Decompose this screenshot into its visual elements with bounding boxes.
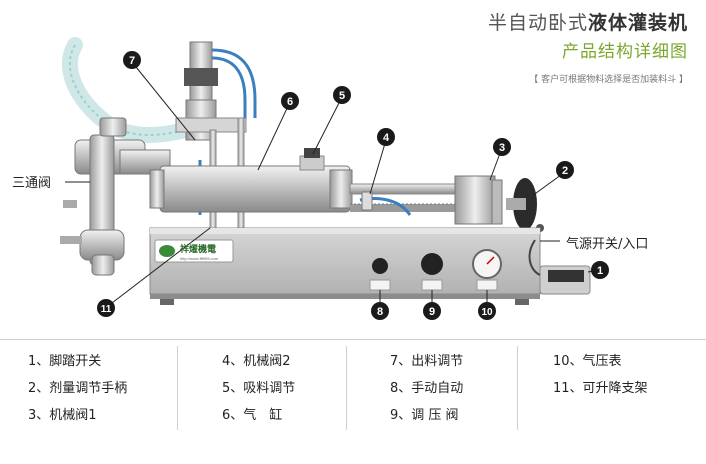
base-cabinet [149, 227, 541, 305]
three-way-valve [60, 117, 171, 276]
marker-1: 1 [591, 261, 609, 279]
svg-text:4: 4 [383, 132, 390, 144]
legend-item: 5、吸料调节 [222, 381, 296, 396]
title-emphasis: 液体灌装机 [587, 12, 688, 34]
dose-handwheel [506, 178, 544, 232]
legend-column-1: 1、脚踏开关 2、剂量调节手柄 3、机械阀1 [28, 348, 198, 429]
legend-divider [346, 346, 347, 430]
foot-pedal [528, 239, 591, 295]
legend-item: 9、调 压 阀 [390, 408, 459, 423]
marker-5: 5 [333, 86, 351, 104]
marker-3: 3 [493, 138, 511, 156]
legend-item: 4、机械阀2 [222, 354, 291, 369]
legend-item: 11、可升降支架 [553, 381, 648, 396]
legend-divider [177, 346, 178, 430]
title-block: 半自动卧式液体灌装机 产品结构详细图 【 客户可根据物料选择是否加装料斗 】 [428, 10, 688, 85]
svg-text:8: 8 [377, 306, 383, 318]
marker-6: 6 [281, 92, 299, 110]
brand-url: http://www.fff999.com [180, 256, 219, 261]
legend-item: 6、气 缸 [222, 408, 283, 423]
marker-11: 11 [97, 299, 115, 317]
title-prefix: 半自动卧式 [487, 12, 588, 34]
three-way-valve-label: 三通阀 [12, 176, 52, 191]
air-inlet-label: 气源开关/入口 [566, 237, 649, 252]
subtitle: 产品结构详细图 [562, 42, 688, 62]
brand-name: 祥燿機電 [180, 243, 216, 255]
svg-text:10: 10 [481, 307, 493, 318]
legend-column-3: 7、出料调节 8、手动自动 9、调 压 阀 [390, 348, 560, 429]
svg-text:9: 9 [429, 306, 435, 318]
svg-text:1: 1 [597, 265, 603, 277]
legend-item: 2、剂量调节手柄 [28, 381, 128, 396]
legend-item: 3、机械阀1 [28, 408, 97, 423]
machine-diagram: 1 2 3 4 5 6 7 8 9 10 11 祥燿機電 http://www.… [60, 37, 609, 320]
svg-text:11: 11 [101, 304, 112, 315]
legend-item: 1、脚踏开关 [28, 354, 102, 369]
marker-9: 9 [423, 302, 441, 320]
svg-text:6: 6 [287, 96, 293, 108]
main-title: 半自动卧式液体灌装机 [428, 10, 688, 36]
marker-4: 4 [377, 128, 395, 146]
air-cylinder [149, 148, 353, 213]
leader-lines [65, 61, 599, 307]
legend-column-2: 4、机械阀2 5、吸料调节 6、气 缸 [222, 348, 392, 429]
marker-2: 2 [556, 161, 574, 179]
marker-7: 7 [123, 51, 141, 69]
svg-text:2: 2 [562, 165, 568, 177]
legend-column-4: 10、气压表 11、可升降支架 [553, 348, 706, 402]
svg-text:3: 3 [499, 142, 505, 154]
legend-item: 7、出料调节 [390, 354, 464, 369]
legend-item: 8、手动自动 [390, 381, 464, 396]
svg-text:7: 7 [129, 55, 135, 67]
dose-screw [349, 175, 503, 225]
title-note: 【 客户可根据物料选择是否加装料斗 】 [529, 75, 688, 85]
marker-10: 10 [478, 302, 496, 320]
legend-item: 10、气压表 [553, 354, 622, 369]
marker-8: 8 [371, 302, 389, 320]
legend-divider [517, 346, 518, 430]
parts-legend: 1、脚踏开关 2、剂量调节手柄 3、机械阀1 4、机械阀2 5、吸料调节 6、气… [0, 339, 706, 449]
svg-text:5: 5 [339, 90, 345, 102]
